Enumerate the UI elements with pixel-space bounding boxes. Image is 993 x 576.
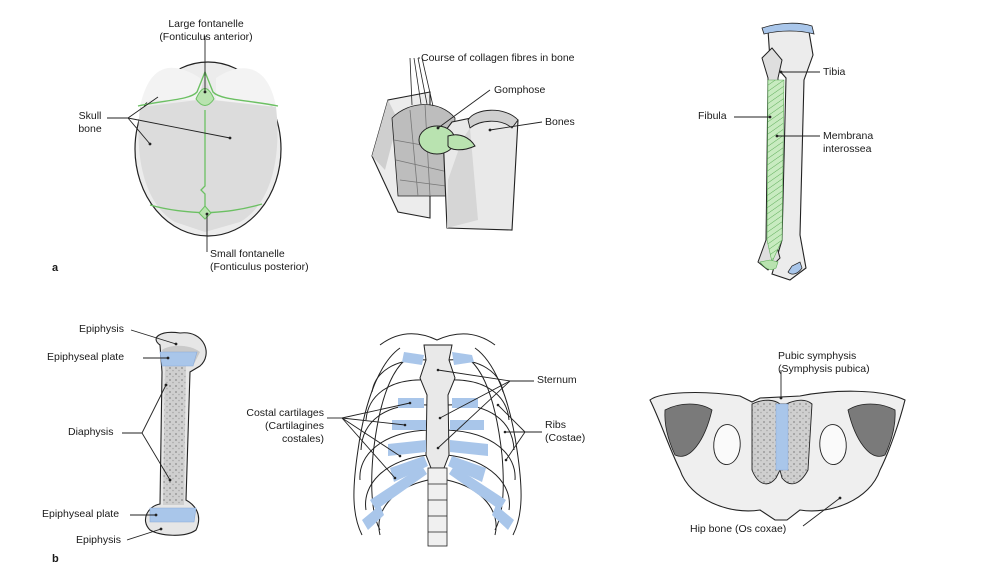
skull-drawing <box>107 36 282 252</box>
panel-label-b: b <box>52 553 59 565</box>
costal-text-2: (Cartilagines <box>265 420 324 432</box>
pubic-text-1: Pubic symphysis <box>778 350 857 362</box>
costal-text-1: Costal cartilages <box>246 407 324 419</box>
pubic-text-2: (Symphysis pubica) <box>778 363 870 375</box>
large-fontanelle-text: Large fontanelle <box>168 18 244 30</box>
epiphysis-top-label: Epiphysis <box>79 323 124 335</box>
bones-label: Bones <box>545 116 575 128</box>
tibia-label: Tibia <box>823 66 846 78</box>
diaphysis-label: Diaphysis <box>68 426 114 438</box>
small-fontanelle-latin: (Fonticulus posterior) <box>210 261 309 273</box>
epiphyseal-plate-top-label: Epiphyseal plate <box>47 351 125 363</box>
gomphose-label: Gomphose <box>494 84 546 96</box>
hip-bone-label: Hip bone (Os coxae) <box>690 523 787 535</box>
costal-cartilages-label: Costal cartilages (Cartilagines costales… <box>224 407 324 446</box>
skull-bone-text-1: Skull <box>78 110 102 122</box>
sternum-label: Sternum <box>537 374 577 386</box>
membrana-label: Membrana interossea <box>823 130 873 156</box>
large-fontanelle-label: Large fontanelle (Fonticulus anterior) <box>156 18 256 44</box>
ribs-label: Ribs (Costae) <box>545 419 585 445</box>
gomphosis-drawing <box>371 57 543 231</box>
epiphysis-bottom-label: Epiphysis <box>76 534 121 546</box>
pubic-symphysis-label: Pubic symphysis (Symphysis pubica) <box>778 350 870 376</box>
skull-bone-label: Skull bone <box>70 110 110 136</box>
small-fontanelle-label: Small fontanelle (Fonticulus posterior) <box>210 248 309 274</box>
panel-label-a: a <box>52 262 59 274</box>
fibula-label: Fibula <box>698 110 727 122</box>
membrana-text-2: interossea <box>823 143 872 155</box>
epiphyseal-plate-bottom-label: Epiphyseal plate <box>42 508 120 520</box>
femur-drawing <box>122 329 207 541</box>
large-fontanelle-latin: (Fonticulus anterior) <box>159 31 253 43</box>
tibia-fibula-drawing <box>734 22 820 281</box>
pelvis-drawing <box>649 370 906 527</box>
membrana-text-1: Membrana <box>823 130 874 142</box>
ribs-text-1: Ribs <box>545 419 567 431</box>
skull-bone-text-2: bone <box>78 123 102 135</box>
collagen-label: Course of collagen fibres in bone <box>421 52 575 64</box>
ribs-text-2: (Costae) <box>545 432 586 444</box>
costal-text-3: costales) <box>281 433 324 445</box>
small-fontanelle-text: Small fontanelle <box>210 248 285 260</box>
thorax-cartilage <box>327 344 542 547</box>
